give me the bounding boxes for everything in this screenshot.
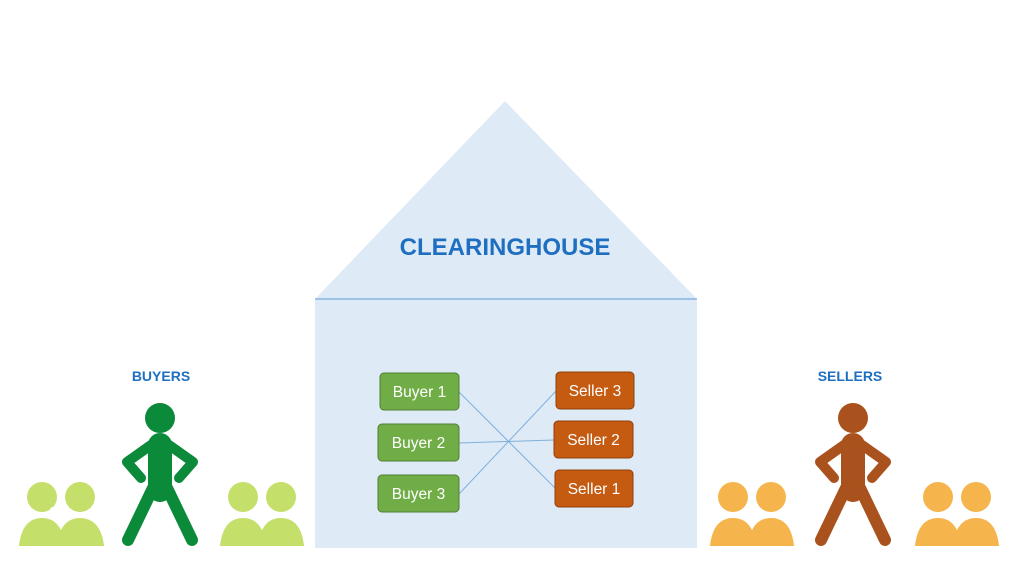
seller-box-1-label: Seller 1 <box>568 481 621 498</box>
seller-box-1 <box>554 469 634 508</box>
connector-buyer1-seller1 <box>458 391 556 489</box>
buyer-person-icon <box>122 403 198 546</box>
house-roof <box>315 101 697 299</box>
connector-lines <box>458 390 557 495</box>
buyer-box-1 <box>379 372 460 411</box>
buyer-box-2-label: Buyer 2 <box>392 435 445 452</box>
seller-person-icon <box>815 403 891 546</box>
buyer-boxes: Buyer 1 Buyer 2 Buyer 3 <box>377 372 460 513</box>
buyers-label: BUYERS <box>132 368 190 384</box>
seller-box-2 <box>553 420 634 459</box>
seller-box-3-label: Seller 3 <box>569 383 622 400</box>
buyer-crowd-left-icon <box>19 482 104 546</box>
connector-buyer2-seller2 <box>458 439 555 444</box>
buyer-box-2 <box>377 423 460 462</box>
seller-crowd-left-icon <box>710 482 794 546</box>
buyer-crowd-right-icon <box>220 482 304 546</box>
buyer-box-1-label: Buyer 1 <box>393 384 446 401</box>
sellers-label: SELLERS <box>818 368 883 384</box>
seller-box-3 <box>555 371 635 410</box>
clearinghouse-house: CLEARINGHOUSE <box>315 101 697 548</box>
seller-crowd-right-icon <box>915 482 999 546</box>
buyer-box-3-label: Buyer 3 <box>392 486 445 503</box>
buyer-box-3 <box>377 474 460 513</box>
connector-buyer3-seller3 <box>458 390 557 495</box>
clearinghouse-title: CLEARINGHOUSE <box>400 234 611 261</box>
house-body <box>315 299 697 548</box>
seller-box-2-label: Seller 2 <box>567 432 620 449</box>
seller-boxes: Seller 3 Seller 2 Seller 1 <box>553 371 635 508</box>
